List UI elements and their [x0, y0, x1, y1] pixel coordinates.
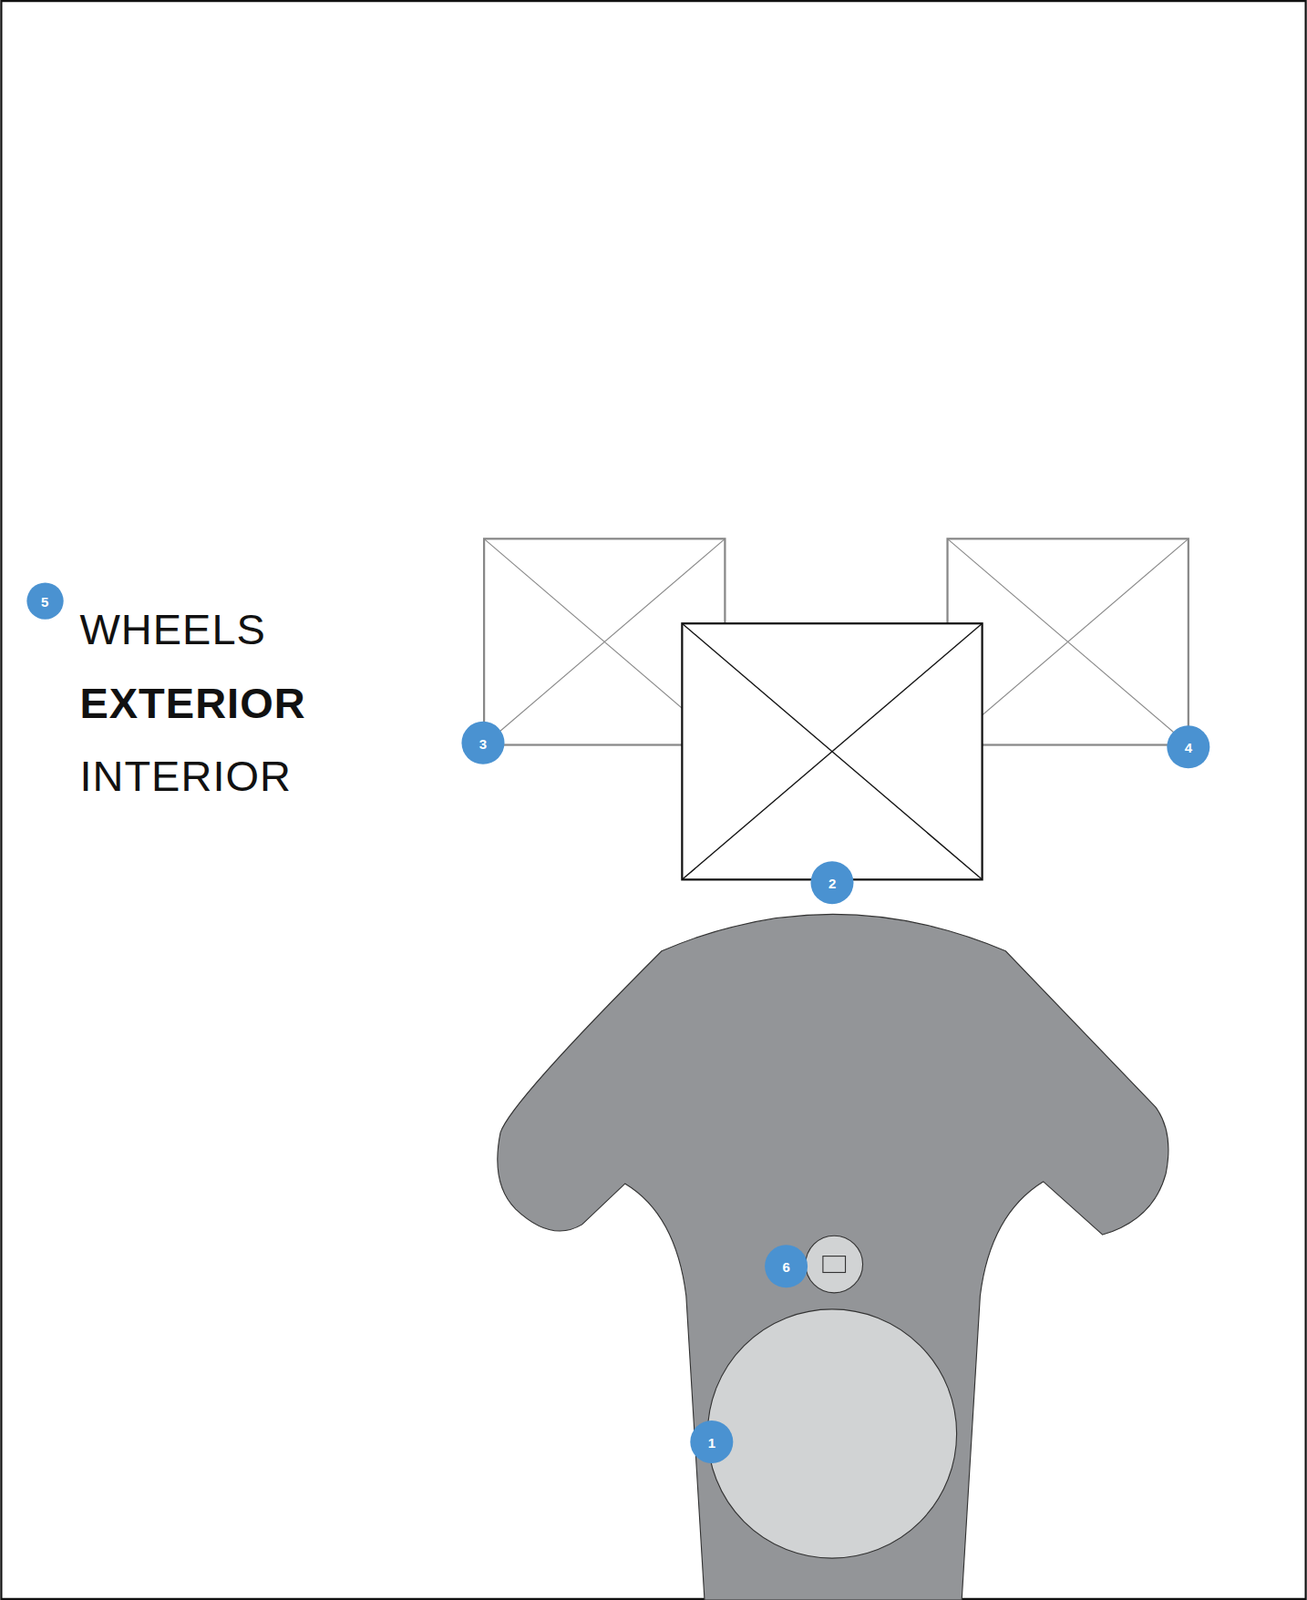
menu-item: WHEELS [79, 607, 267, 651]
menu-button-icon [823, 1256, 846, 1274]
callout-number: 1 [708, 1436, 716, 1451]
menu-item: INTERIOR [79, 754, 292, 798]
menu-button [805, 1235, 864, 1294]
main-image-placeholder [681, 623, 982, 880]
controller-body [497, 914, 1169, 1600]
callout-number: 6 [782, 1260, 790, 1275]
callout-number: 2 [828, 876, 836, 891]
callout-markers [26, 582, 1210, 1463]
callout-number: 5 [41, 594, 49, 608]
side-image-placeholder [947, 538, 1189, 745]
callout-number: 4 [1184, 740, 1193, 755]
menu-item: EXTERIOR [79, 680, 306, 724]
callout-number: 3 [479, 736, 487, 751]
trackpad [707, 1309, 957, 1559]
